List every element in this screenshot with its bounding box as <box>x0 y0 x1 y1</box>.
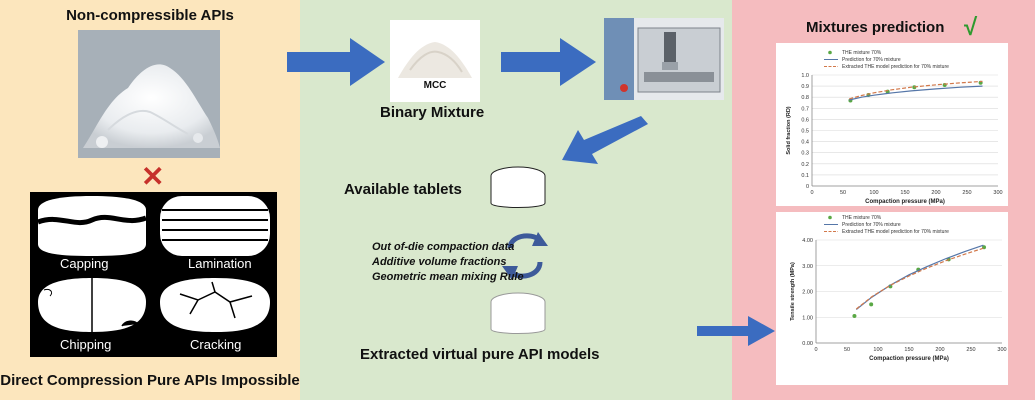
prediction-line <box>855 244 984 310</box>
check-icon: √ <box>964 14 978 41</box>
api-powder-image <box>78 30 220 158</box>
method-steps: Out of-die compaction data Additive volu… <box>372 240 524 285</box>
data-point <box>869 302 874 307</box>
x-axis-label: Compaction pressure (MPa) <box>865 199 945 205</box>
mcc-powder-image <box>390 20 480 102</box>
tablet-defects-image: Capping Lamination Chipping Cracking <box>30 192 277 357</box>
tablet-defects-drawing <box>37 196 270 332</box>
x-tick-label: 200 <box>935 347 944 353</box>
y-tick-label: 0.7 <box>801 106 809 112</box>
mcc-powder-photo: MCC <box>390 20 480 102</box>
x-tick-label: 250 <box>962 190 971 196</box>
y-tick-label: 0 <box>806 184 809 190</box>
method-step: Geometric mean mixing Rule <box>372 271 524 283</box>
x-tick-label: 100 <box>869 190 878 196</box>
y-tick-label: 0.1 <box>801 173 809 179</box>
defect-label-lamination: Lamination <box>188 256 252 271</box>
defect-label-cracking: Cracking <box>190 337 242 352</box>
api-powder-photo <box>78 30 220 158</box>
y-tick-label: 3.00 <box>802 264 813 270</box>
legend-entry: THE mixture 70% <box>842 215 882 221</box>
legend-entry: Prediction for 70% mixture <box>842 222 901 228</box>
x-tick-label: 50 <box>840 190 846 196</box>
x-tick-label: 100 <box>873 347 882 353</box>
y-tick-label: 0.4 <box>801 140 809 146</box>
x-tick-label: 50 <box>844 347 850 353</box>
y-tick-label: 2.00 <box>802 290 813 296</box>
extracted-model-line <box>855 247 984 310</box>
tablet-press-photo <box>604 18 724 100</box>
extracted-models-label: Extracted virtual pure API models <box>360 346 600 363</box>
y-tick-label: 0.9 <box>801 84 809 90</box>
mcc-label: MCC <box>423 80 447 91</box>
solid-fraction-plot: 0 0.1 0.2 0.3 0.4 0.5 0.6 0.7 0.8 0.9 1.0 0 50 100 150… <box>786 50 1003 205</box>
y-axis-label: Solid fraction (RD) <box>786 106 792 154</box>
legend-entry: Prediction for 70% mixture <box>842 57 901 63</box>
legend-entry: Extracted THE model prediction for 70% m… <box>842 229 949 235</box>
y-tick-label: 0.2 <box>801 162 809 168</box>
legend-entry: THE mixture 70% <box>842 50 882 56</box>
method-step: Additive volume fractions <box>372 256 507 268</box>
y-tick-label: 0.00 <box>802 341 813 347</box>
x-tick-label: 300 <box>997 347 1006 353</box>
y-tick-label: 4.00 <box>802 238 813 244</box>
y-tick-label: 0.6 <box>801 117 809 123</box>
tablet-press-image <box>604 18 724 100</box>
method-step: Out of-die compaction data <box>372 241 515 253</box>
y-tick-label: 0.5 <box>801 129 809 135</box>
x-tick-label: 150 <box>904 347 913 353</box>
binary-mixture-label: Binary Mixture <box>380 104 485 121</box>
x-tick-label: 300 <box>993 190 1002 196</box>
x-tick-label: 0 <box>810 190 813 196</box>
x-tick-label: 0 <box>814 347 817 353</box>
cross-icon: ✕ <box>141 161 165 192</box>
solid-fraction-chart: 0 0.1 0.2 0.3 0.4 0.5 0.6 0.7 0.8 0.9 1.0 0 50 100 150… <box>776 43 1008 206</box>
legend-marker <box>828 50 832 55</box>
y-tick-label: 1.0 <box>801 73 809 79</box>
y-axis-label: Tensile strength (MPa) <box>790 262 796 321</box>
defect-label-capping: Capping <box>60 256 109 271</box>
legend-entry: Extracted THE model prediction for 70% m… <box>842 64 949 70</box>
mixtures-prediction-title: Mixtures prediction <box>806 19 945 36</box>
x-tick-label: 200 <box>931 190 940 196</box>
x-axis-label: Compaction pressure (MPa) <box>869 356 949 362</box>
tensile-strength-plot: 0.00 1.00 2.00 3.00 4.00 0 50 100 150 200 250 300Co… <box>790 215 1007 362</box>
legend-marker <box>828 215 832 220</box>
y-tick-label: 0.3 <box>801 151 809 157</box>
non-compressible-title: Non-compressible APIs <box>66 7 234 24</box>
available-tablets-label: Available tablets <box>344 181 462 198</box>
y-tick-label: 0.8 <box>801 95 809 101</box>
prediction-line <box>849 85 983 101</box>
defect-label-chipping: Chipping <box>60 337 112 352</box>
x-tick-label: 250 <box>966 347 975 353</box>
data-point <box>852 313 857 318</box>
y-tick-label: 1.00 <box>802 315 813 321</box>
extracted-model-line <box>849 80 983 100</box>
x-tick-label: 150 <box>900 190 909 196</box>
direct-compression-caption: Direct Compression Pure APIs Impossible <box>0 372 300 389</box>
